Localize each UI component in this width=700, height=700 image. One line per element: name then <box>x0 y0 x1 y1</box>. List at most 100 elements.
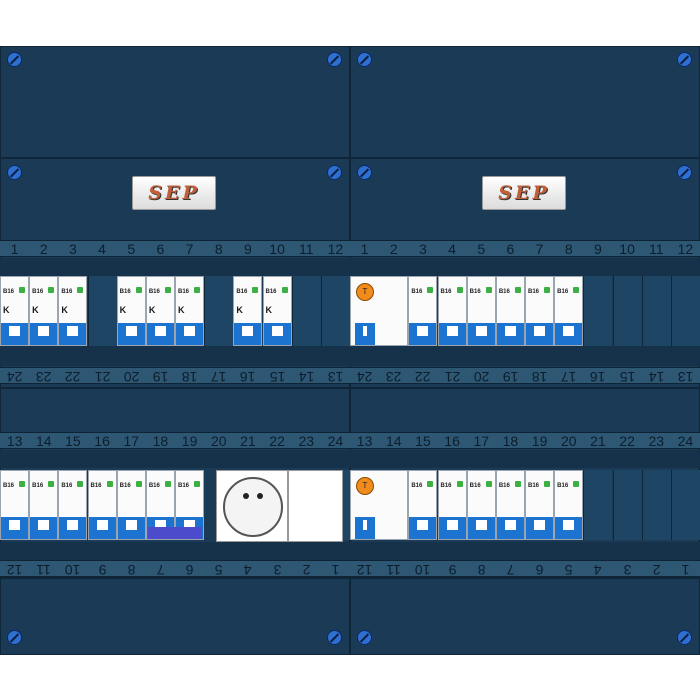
breaker-toggle[interactable] <box>496 323 524 345</box>
breaker-rating: B16 <box>528 483 540 489</box>
breaker-toggle[interactable] <box>467 323 495 345</box>
cover-top-left <box>0 46 350 158</box>
breaker-rating: B16 <box>90 483 102 489</box>
circuit-breaker[interactable]: B16 <box>495 276 525 346</box>
module-number: 7 <box>185 241 194 257</box>
breaker-toggle[interactable] <box>263 323 291 345</box>
breaker-toggle[interactable] <box>496 517 524 539</box>
breaker-rating: B16 <box>411 483 423 489</box>
circuit-breaker[interactable]: B16 <box>29 470 59 540</box>
breaker-toggle[interactable] <box>1 517 29 539</box>
circuit-breaker[interactable]: B16 <box>466 470 496 540</box>
module-number: 15 <box>619 369 635 385</box>
module-number: 3 <box>273 562 281 578</box>
circuit-breaker[interactable]: B16 <box>58 470 88 540</box>
status-led-icon <box>456 287 463 293</box>
circuit-breaker[interactable]: B16 <box>437 470 467 540</box>
breaker-toggle[interactable] <box>438 323 466 345</box>
breaker-rating: B16 <box>32 483 44 489</box>
breaker-toggle[interactable] <box>117 323 145 345</box>
module-number: 19 <box>181 433 198 449</box>
breaker-rating: B16 <box>32 289 44 295</box>
circuit-breaker[interactable]: B16 <box>116 470 146 540</box>
status-led-icon <box>19 287 26 293</box>
circuit-breaker[interactable]: B16 <box>408 276 438 346</box>
circuit-breaker[interactable]: B16 <box>466 276 496 346</box>
circuit-breaker[interactable]: B16 <box>525 276 555 346</box>
module-number: 16 <box>444 433 460 449</box>
k-mark: K <box>32 305 39 315</box>
brand-logo-text: SEP <box>148 182 200 204</box>
circuit-breaker[interactable]: B16 <box>437 276 467 346</box>
breaker-toggle[interactable] <box>526 517 554 539</box>
breaker-toggle[interactable] <box>234 323 262 345</box>
breaker-toggle[interactable] <box>117 517 145 539</box>
rcd-test-button[interactable]: T <box>356 477 374 495</box>
breaker-toggle[interactable] <box>555 517 583 539</box>
status-led-icon <box>194 287 201 293</box>
breaker-rating: B16 <box>557 289 569 295</box>
circuit-breaker[interactable]: B16 <box>408 470 438 540</box>
breaker-toggle[interactable] <box>59 323 87 345</box>
module-number: 20 <box>123 369 140 385</box>
blank-module <box>583 276 613 346</box>
status-led-icon <box>135 287 142 293</box>
module-number: 12 <box>356 562 373 578</box>
module-number: 13 <box>6 433 23 449</box>
breaker-toggle[interactable] <box>30 323 58 345</box>
module-number: 12 <box>327 241 344 257</box>
rcd-module[interactable]: T <box>350 276 409 346</box>
status-led-icon <box>164 481 171 487</box>
breaker-toggle[interactable] <box>438 517 466 539</box>
blank-module <box>641 276 671 346</box>
circuit-breaker[interactable]: B16 <box>87 470 117 540</box>
breaker-toggle[interactable] <box>30 517 58 539</box>
k-mark: K <box>265 305 273 315</box>
module-number: 10 <box>415 562 431 578</box>
breaker-toggle[interactable] <box>467 517 495 539</box>
rcd-toggle[interactable] <box>355 517 375 539</box>
breaker-toggle[interactable] <box>409 517 437 539</box>
brand-logo: SEP <box>482 176 566 210</box>
breaker-rating: B16 <box>528 289 540 295</box>
breaker-toggle[interactable] <box>555 323 583 345</box>
circuit-breaker[interactable]: B16 <box>0 470 30 540</box>
breaker-toggle[interactable] <box>1 323 29 345</box>
breaker-rating: B16 <box>440 289 452 295</box>
module-number: 8 <box>214 241 223 257</box>
circuit-breaker[interactable]: B16 <box>525 470 555 540</box>
rcd-toggle[interactable] <box>355 323 375 345</box>
screw-icon <box>677 630 692 645</box>
brand-logo: SEP <box>132 176 216 210</box>
breaker-toggle[interactable] <box>176 323 204 345</box>
rcd-module[interactable]: T <box>350 470 409 540</box>
module-number: 10 <box>269 241 285 257</box>
rcd-test-button[interactable]: T <box>356 283 374 301</box>
circuit-breaker[interactable]: B16 <box>554 276 584 346</box>
breaker-toggle[interactable] <box>88 517 116 539</box>
module-number: 24 <box>677 433 694 449</box>
circuit-breaker[interactable]: B16 <box>495 470 525 540</box>
breaker-toggle[interactable] <box>146 323 174 345</box>
breaker-rating: B16 <box>469 289 481 295</box>
breaker-toggle[interactable] <box>409 323 437 345</box>
breaker-rating: B16 <box>148 483 160 489</box>
module-number: 1 <box>360 241 369 257</box>
breaker-toggle[interactable] <box>59 517 87 539</box>
module-number: 4 <box>594 562 602 578</box>
module-number: 21 <box>240 433 256 449</box>
circuit-breaker[interactable]: B16 <box>554 470 584 540</box>
module-number: 5 <box>564 562 573 578</box>
breaker-rating: B16 <box>498 289 510 295</box>
k-mark: K <box>236 305 243 315</box>
breaker-toggle[interactable] <box>526 323 554 345</box>
module-number: 23 <box>35 369 52 385</box>
